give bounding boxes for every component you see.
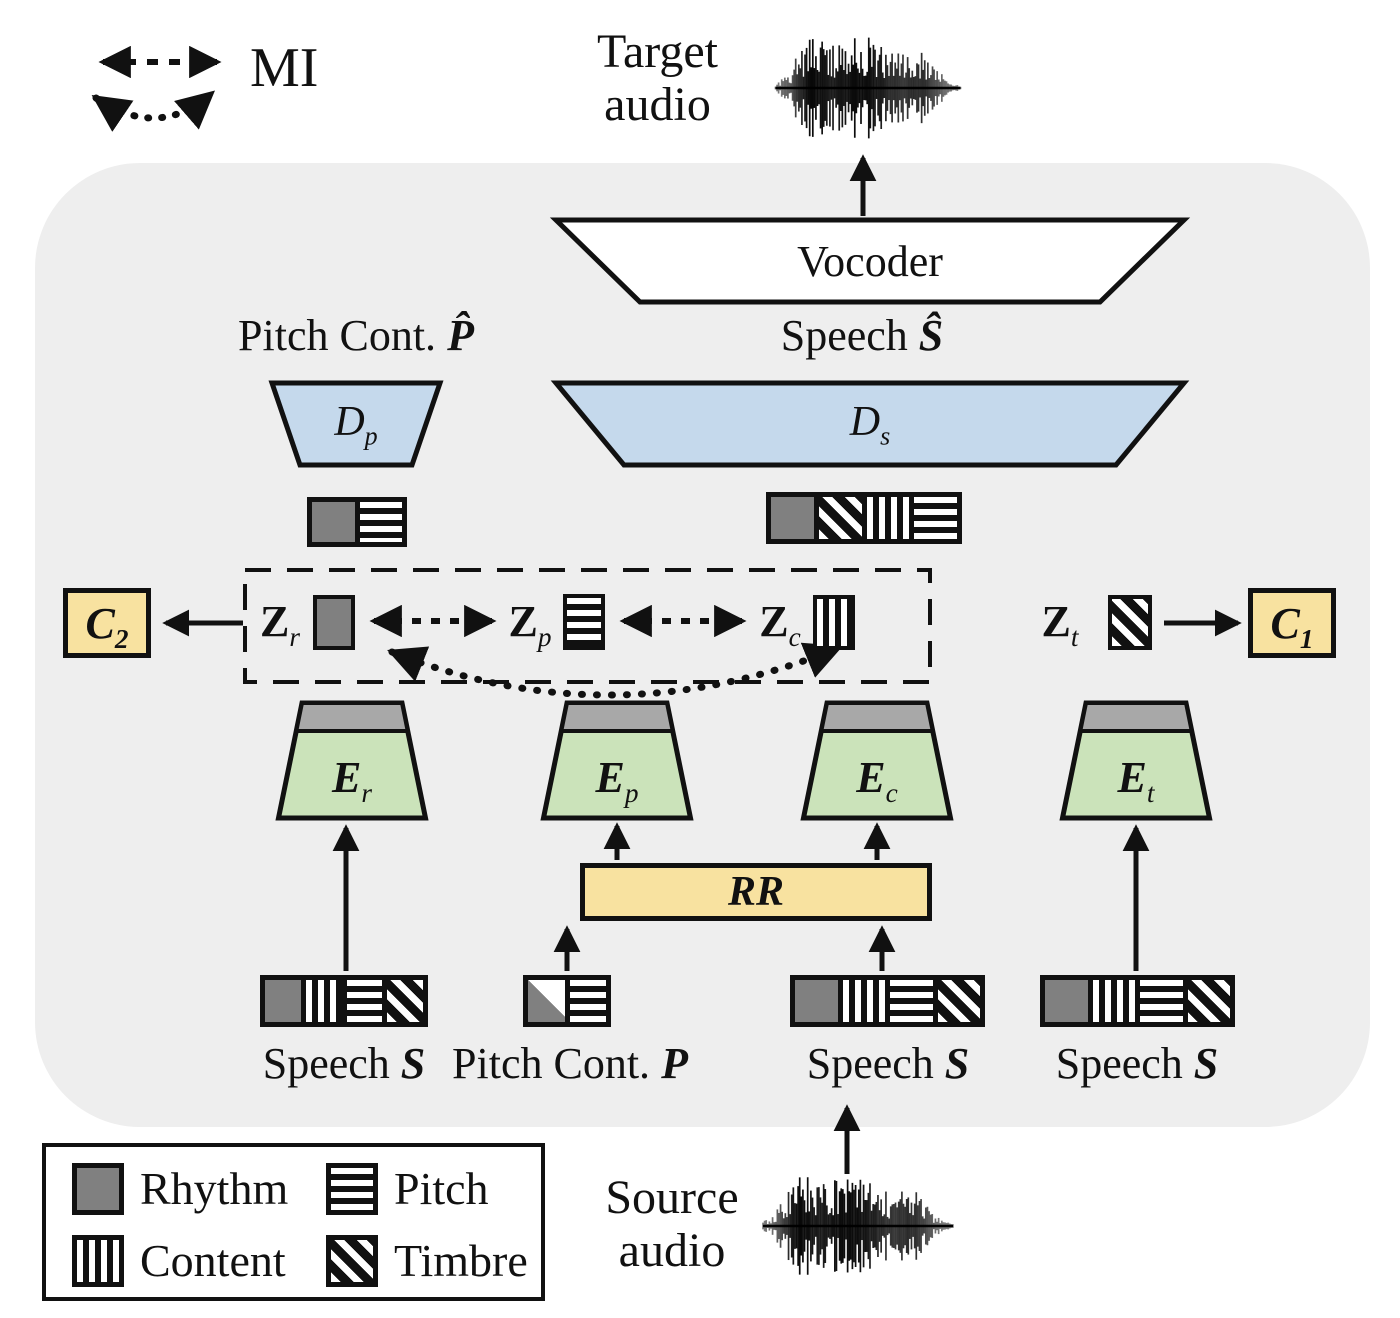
latent-zt-label: Zt <box>1041 597 1079 652</box>
encoder-ep-label: Ep <box>595 753 639 808</box>
target-waveform-icon <box>774 37 962 139</box>
source-waveform-icon <box>762 1177 954 1275</box>
bar-segment <box>795 980 838 1022</box>
bar-segment <box>861 497 910 539</box>
bar-segment <box>564 980 606 1022</box>
latent-zr-label: Zr <box>260 597 300 652</box>
speech-input-1-label: Speech S <box>262 1039 426 1088</box>
legend-pitch-swatch <box>326 1163 378 1215</box>
rr-block: RR <box>580 863 932 921</box>
source-audio-label: Source audio <box>605 1171 739 1277</box>
speech-input-3-label: Speech S <box>1055 1039 1219 1088</box>
bar-segment <box>354 502 402 542</box>
bar-segment <box>1087 980 1135 1022</box>
bar-segment <box>300 980 342 1022</box>
bar-ds-output <box>766 492 962 544</box>
latent-zp-label: Zp <box>508 597 552 652</box>
legend-content-swatch <box>72 1235 124 1287</box>
classifier-c2: C2 <box>63 588 151 658</box>
bar-segment <box>341 980 383 1022</box>
classifier-c1: C1 <box>1248 588 1336 658</box>
decoder-dp-label: Dp <box>334 399 378 451</box>
bar-dp-output <box>307 497 407 547</box>
legend-pitch-label: Pitch <box>394 1163 489 1214</box>
rr-label: RR <box>727 869 785 915</box>
bar-segment <box>771 497 814 539</box>
bar-segment <box>1045 980 1088 1022</box>
latent-zr-square <box>313 595 355 650</box>
bar-segment <box>528 980 565 1022</box>
legend-rhythm-swatch <box>72 1163 124 1215</box>
legend-content-label: Content <box>140 1235 286 1286</box>
bar-segment <box>837 980 885 1022</box>
encoder-ec-label: Ec <box>856 753 898 808</box>
bar-segment <box>1135 980 1183 1022</box>
bar-segment <box>885 980 933 1022</box>
latent-zc-square <box>813 595 855 650</box>
bar-segment <box>265 980 301 1022</box>
bar-segment <box>932 980 980 1022</box>
bar-speech-input-3 <box>1040 975 1235 1027</box>
legend-timbre-swatch <box>326 1235 378 1287</box>
legend-timbre-label: Timbre <box>394 1235 528 1286</box>
bar-segment <box>909 497 957 539</box>
pattern-legend-box: Rhythm Pitch Content Timbre <box>42 1143 545 1301</box>
bar-speech-input-1 <box>260 975 428 1027</box>
latent-zt-square <box>1108 595 1152 650</box>
legend-rhythm-label: Rhythm <box>140 1163 289 1214</box>
pitch-cont-hat-label: Pitch Cont. P̂ <box>238 311 474 360</box>
target-audio-label: Target audio <box>596 25 719 131</box>
bar-segment <box>382 980 423 1022</box>
encoder-et-label: Et <box>1117 753 1155 808</box>
encoder-er-label: Er <box>332 753 372 808</box>
bar-speech-input-2 <box>790 975 985 1027</box>
bar-segment <box>813 497 862 539</box>
mi-curved-arrow-icon <box>91 90 215 132</box>
latent-zc-label: Zc <box>759 597 801 652</box>
decoder-ds-label: Ds <box>849 399 891 451</box>
pitch-input-label: Pitch Cont. P <box>452 1039 688 1088</box>
speech-input-2-label: Speech S <box>806 1039 970 1088</box>
bar-segment <box>312 502 355 542</box>
bar-segment <box>1182 980 1230 1022</box>
mi-label: MI <box>250 37 319 99</box>
bar-pitch-input <box>523 975 611 1027</box>
latent-zp-square <box>563 594 605 650</box>
vocoder-label: Vocoder <box>797 237 943 286</box>
speech-hat-label: Speech Ŝ <box>780 311 944 360</box>
